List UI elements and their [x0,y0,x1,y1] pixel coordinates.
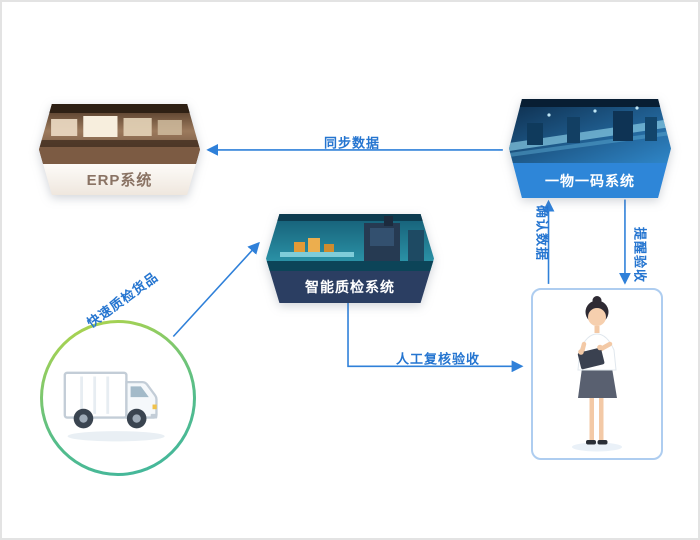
inspector-illustration [572,296,622,452]
one-code-system-label: 一物一码系统 [509,163,671,198]
edge-label-manual-review: 人工复核验收 [395,351,481,367]
edge-label-sync-data: 同步数据 [323,135,381,151]
smart-qc-machine-image [266,214,434,271]
erp-warehouse-image [39,104,200,164]
smart-qc-system-label: 智能质检系统 [266,271,434,303]
one-code-factory-image [509,99,671,163]
node-erp-system: ERP系统 [39,104,200,195]
edge-label-confirm-data: 确认数据 [534,204,550,262]
node-inspector [531,288,663,460]
erp-hexagon: ERP系统 [39,104,200,195]
one-code-hexagon: 一物一码系统 [509,99,671,198]
node-smart-qc-system: 智能质检系统 [266,214,434,303]
node-one-code-system: 一物一码系统 [509,99,671,198]
erp-system-label: ERP系统 [39,164,200,195]
node-delivery-truck [40,320,196,476]
edge-label-remind-accept: 提醒验收 [632,226,648,284]
arrow-fast-qc [172,241,260,338]
smart-qc-hexagon: 智能质检系统 [266,214,434,303]
truck-icon [63,371,165,442]
